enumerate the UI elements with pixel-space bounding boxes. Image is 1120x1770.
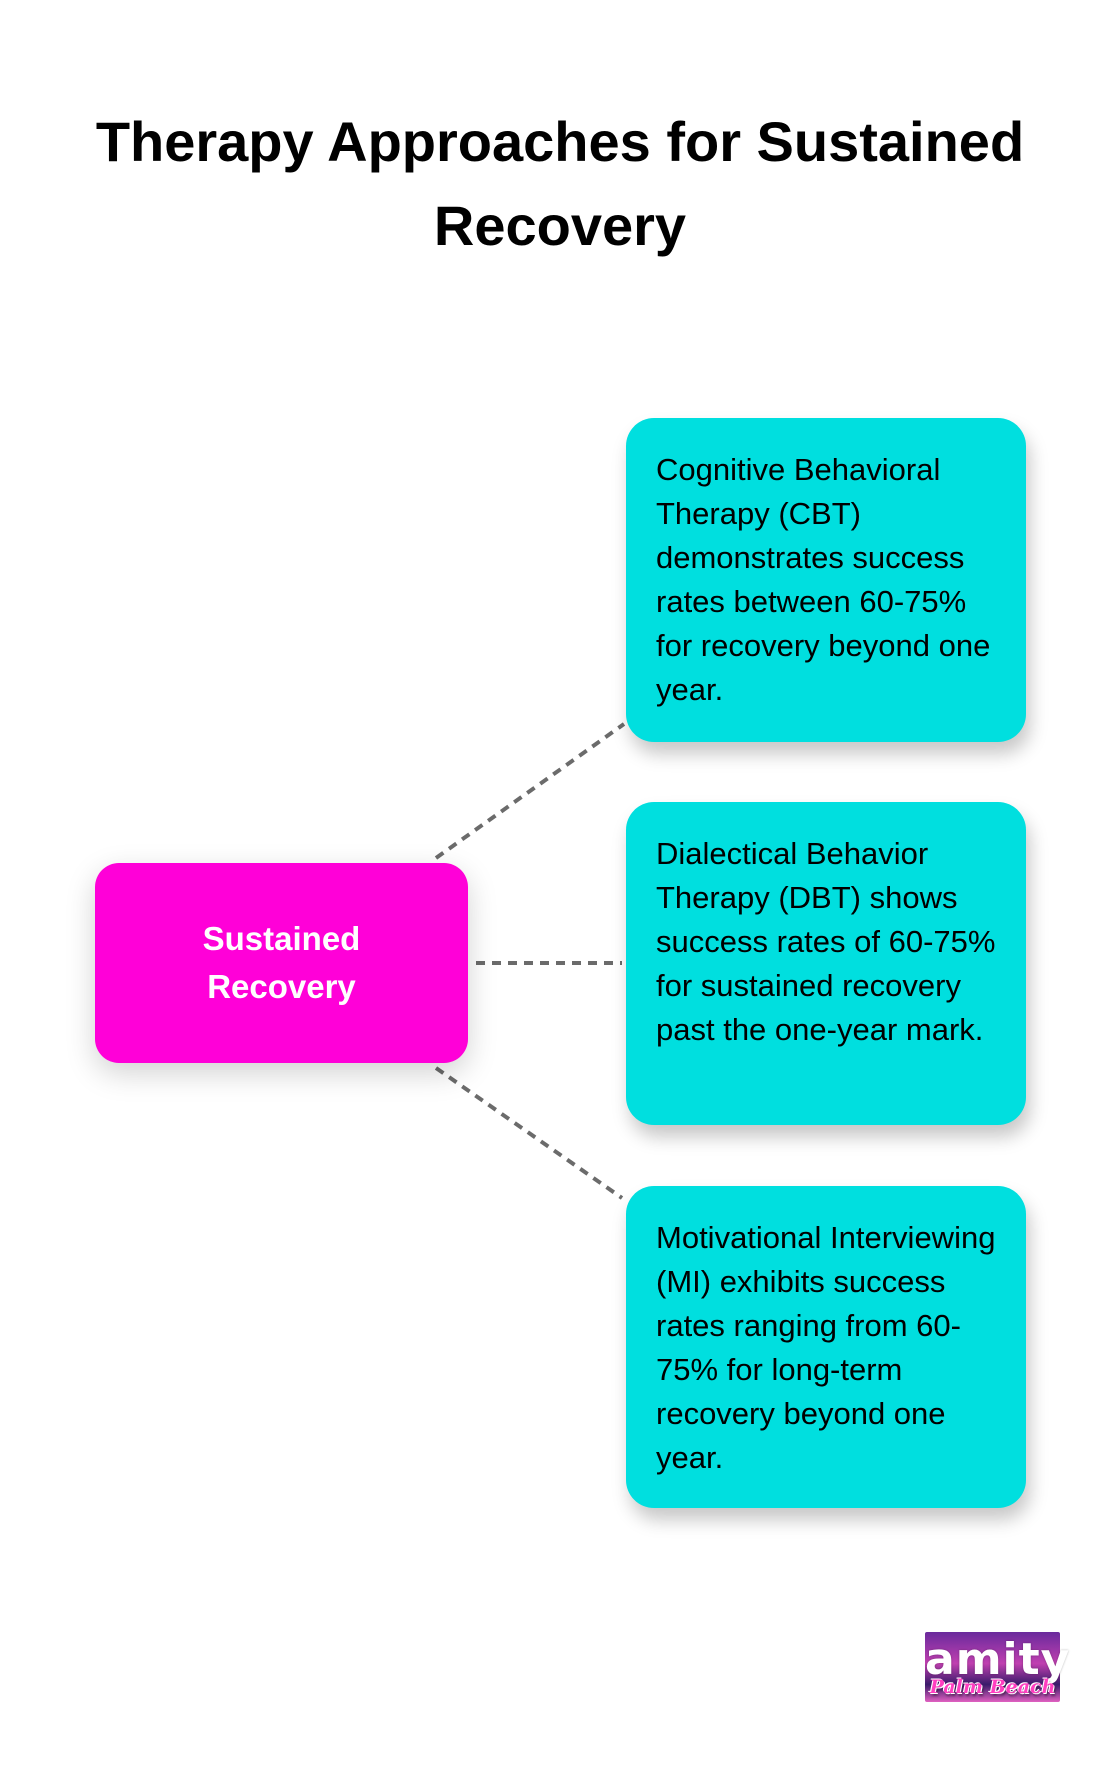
brand-logo: amity Palm Beach [925, 1632, 1071, 1712]
connector-to-mi [434, 1066, 624, 1200]
connector-to-cbt [434, 722, 626, 860]
card-text: Motivational Interviewing (MI) exhibits … [656, 1220, 996, 1475]
card-text: Dialectical Behavior Therapy (DBT) shows… [656, 836, 996, 1047]
center-node: Sustained Recovery [95, 863, 468, 1063]
card-dbt: Dialectical Behavior Therapy (DBT) shows… [626, 802, 1026, 1125]
card-mi: Motivational Interviewing (MI) exhibits … [626, 1186, 1026, 1508]
card-cbt: Cognitive Behavioral Therapy (CBT) demon… [626, 418, 1026, 742]
logo-wordmark: amity [925, 1634, 1071, 1685]
center-node-label: Sustained Recovery [202, 920, 361, 1005]
logo-skyline-image [925, 1632, 1060, 1702]
logo-script: Palm Beach [929, 1676, 1056, 1698]
card-text: Cognitive Behavioral Therapy (CBT) demon… [656, 452, 991, 707]
page-title: Therapy Approaches for Sustained Recover… [95, 110, 1025, 257]
